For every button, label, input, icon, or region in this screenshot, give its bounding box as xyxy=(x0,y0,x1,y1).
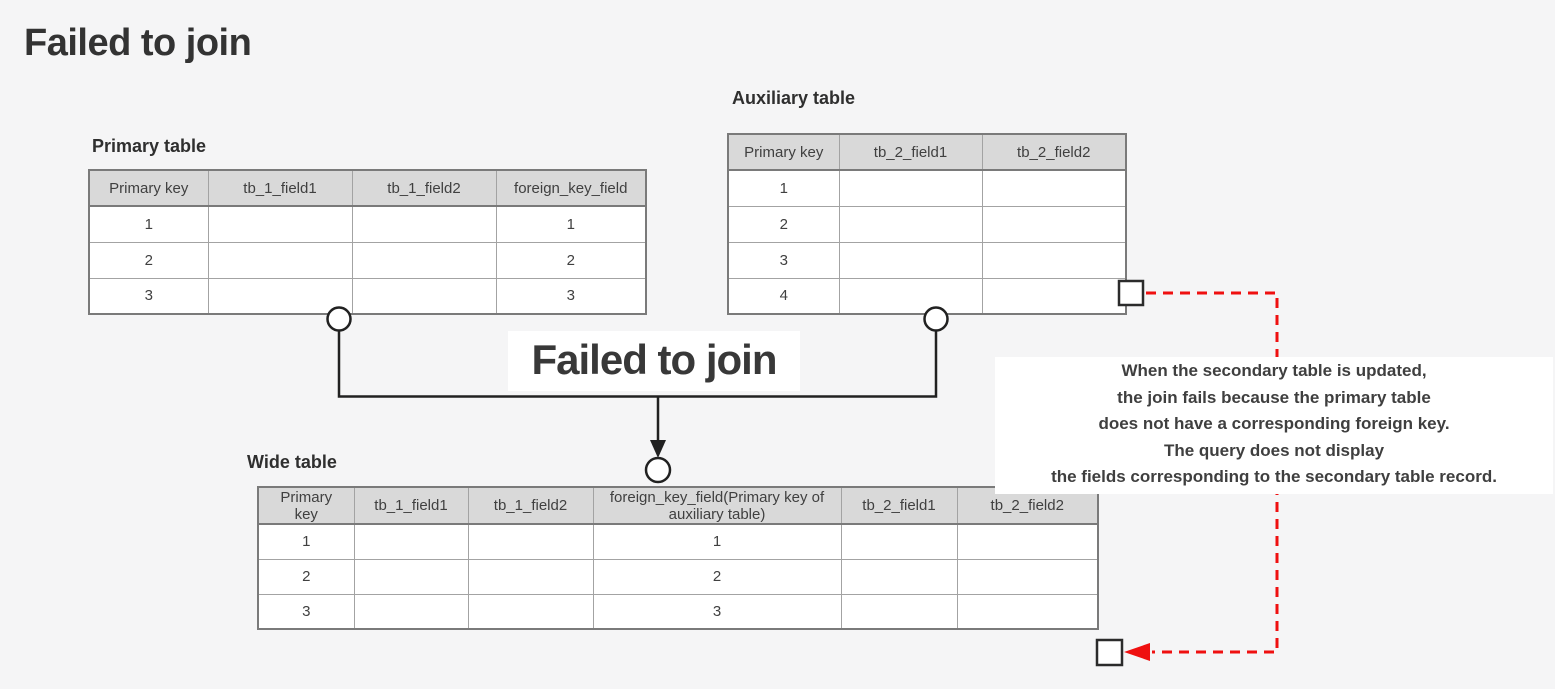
annotation-text: When the secondary table is updated, the … xyxy=(995,357,1553,494)
table-header-cell: tb_1_field2 xyxy=(467,486,594,525)
table-header-cell: foreign_key_field xyxy=(495,169,647,207)
table-header-cell: tb_2_field1 xyxy=(838,133,983,171)
table-cell xyxy=(353,593,469,630)
table-cell: 3 xyxy=(495,277,647,315)
table-cell: 3 xyxy=(88,277,209,315)
table-cell xyxy=(956,523,1099,560)
table-header-cell: foreign_key_field(Primary key of auxilia… xyxy=(592,486,842,525)
table-cell xyxy=(956,593,1099,630)
table-cell xyxy=(351,241,497,279)
annotation-arrowhead-icon xyxy=(1124,643,1150,661)
annotation-line: When the secondary table is updated, xyxy=(1121,361,1427,380)
table-row: 2 xyxy=(727,205,1127,243)
table-row: 3 xyxy=(727,241,1127,279)
table-cell: 2 xyxy=(257,558,355,595)
table-cell: 3 xyxy=(727,241,840,279)
table-cell: 1 xyxy=(88,205,209,243)
table-row: 1 xyxy=(727,169,1127,207)
table-header-cell: tb_1_field2 xyxy=(351,169,497,207)
annotation-line: the join fails because the primary table xyxy=(1117,387,1431,407)
table-cell: 3 xyxy=(257,593,355,630)
table-cell: 3 xyxy=(592,593,842,630)
table-cell xyxy=(351,277,497,315)
table-cell xyxy=(956,558,1099,595)
table-cell xyxy=(207,205,353,243)
table-cell xyxy=(840,523,958,560)
table-cell xyxy=(353,558,469,595)
failed-to-join-label: Failed to join xyxy=(508,331,800,391)
table-header-cell: tb_1_field1 xyxy=(353,486,469,525)
table-header-cell: tb_2_field2 xyxy=(981,133,1127,171)
table-cell xyxy=(838,277,983,315)
table-cell: 1 xyxy=(592,523,842,560)
table-header-cell: Primary key xyxy=(88,169,209,207)
table-cell: 2 xyxy=(495,241,647,279)
wide-table-join-node xyxy=(644,456,672,484)
table-row: 4 xyxy=(727,277,1127,315)
annotation-line: does not have a corresponding foreign ke… xyxy=(1098,414,1450,433)
table-cell xyxy=(981,205,1127,243)
wide-table-title: Wide table xyxy=(247,452,337,472)
table-cell: 2 xyxy=(592,558,842,595)
table-cell xyxy=(840,593,958,630)
table-header-cell: Primary key xyxy=(727,133,840,171)
auxiliary-table-title: Auxiliary table xyxy=(732,88,856,108)
primary-table-title: Primary table xyxy=(92,136,207,156)
page-title: Failed to join xyxy=(24,22,252,64)
wide-record-marker-square xyxy=(1095,638,1124,667)
table-cell xyxy=(840,558,958,595)
annotation-line: the fields corresponding to the secondar… xyxy=(1051,467,1497,486)
table-cell xyxy=(981,169,1127,207)
table-cell xyxy=(467,593,594,630)
table-header-cell: Primary key xyxy=(257,486,355,525)
table-cell xyxy=(981,241,1127,279)
annotation-line: The query does not display xyxy=(1163,440,1385,460)
table-cell: 2 xyxy=(88,241,209,279)
table-cell xyxy=(351,205,497,243)
table-cell xyxy=(981,277,1127,315)
table-cell: 1 xyxy=(495,205,647,243)
table-cell: 4 xyxy=(727,277,840,315)
table-cell xyxy=(207,241,353,279)
table-cell xyxy=(207,277,353,315)
join-arrowhead-icon xyxy=(650,440,666,458)
table-cell: 1 xyxy=(257,523,355,560)
table-cell: 2 xyxy=(727,205,840,243)
table-cell xyxy=(838,241,983,279)
table-cell xyxy=(467,523,594,560)
table-cell xyxy=(353,523,469,560)
table-header-cell: tb_2_field1 xyxy=(840,486,958,525)
table-cell xyxy=(838,169,983,207)
table-cell xyxy=(838,205,983,243)
table-cell: 1 xyxy=(727,169,840,207)
table-cell xyxy=(467,558,594,595)
table-header-cell: tb_1_field1 xyxy=(207,169,353,207)
